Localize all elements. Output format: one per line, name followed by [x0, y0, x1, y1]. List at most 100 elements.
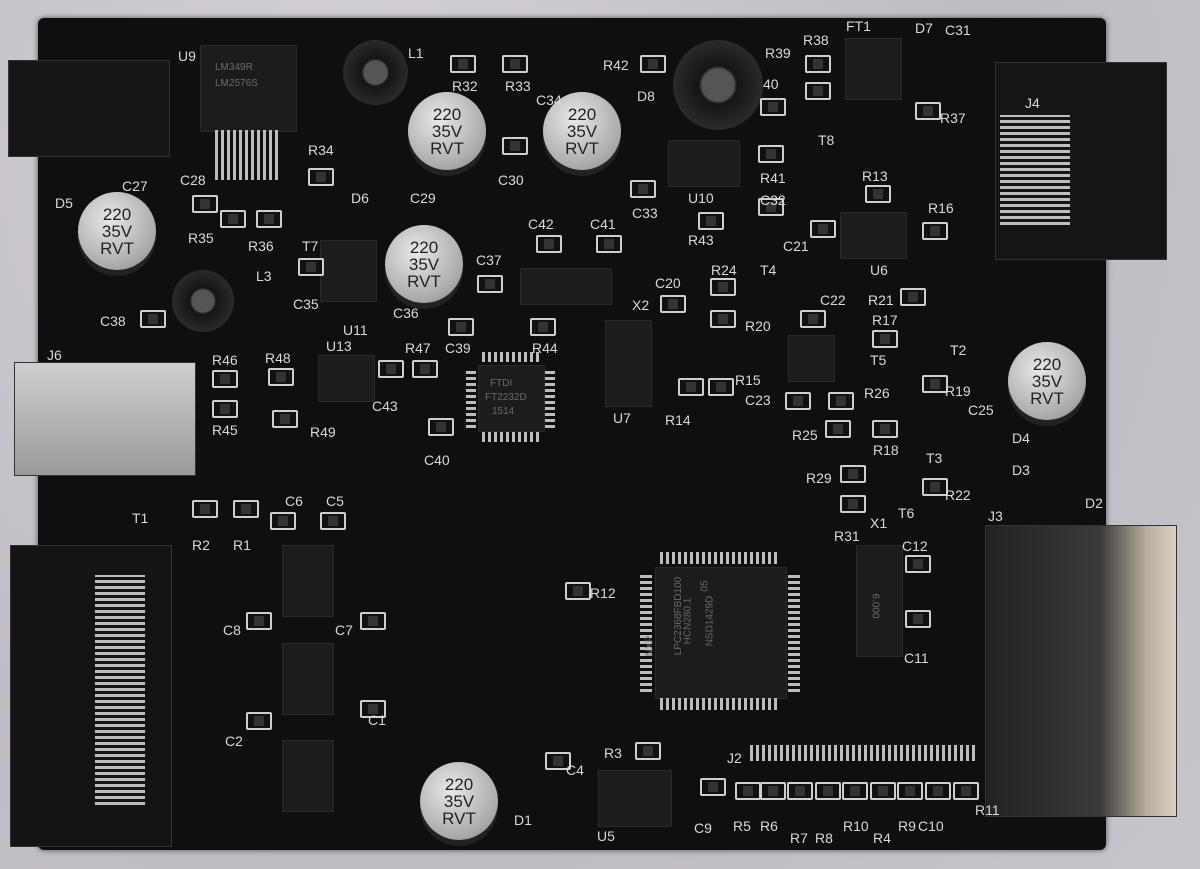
inductor — [343, 40, 408, 105]
silkscreen-label-u6: U6 — [870, 262, 888, 278]
silkscreen-label-u13: U13 — [326, 338, 352, 354]
silkscreen-label-r36: R36 — [248, 238, 274, 254]
ftdi-part: FT2232D — [485, 392, 527, 403]
silkscreen-label-d3: D3 — [1012, 462, 1030, 478]
capacitor-marking: 220 — [409, 237, 439, 257]
silkscreen-label-c5: C5 — [326, 493, 344, 509]
chip-u13 — [318, 355, 375, 402]
nxp-brand: NXP — [644, 635, 656, 657]
silkscreen-label-c1: C1 — [368, 712, 386, 728]
silkscreen-label-r35: R35 — [188, 230, 214, 246]
silkscreen-label-c36: C36 — [393, 305, 419, 321]
silkscreen-label-r12: R12 — [590, 585, 616, 601]
silkscreen-label-c41: C41 — [590, 216, 616, 232]
silkscreen-label-r10: R10 — [843, 818, 869, 834]
silkscreen-label-j6: J6 — [47, 347, 62, 363]
silkscreen-label-c25: C25 — [968, 402, 994, 418]
capacitor-marking: 220 — [1032, 354, 1062, 374]
capacitor-marking: RVT — [100, 238, 134, 258]
silkscreen-label-u9: U9 — [178, 48, 196, 64]
smd-component — [545, 752, 571, 770]
smd-component — [630, 180, 656, 198]
jtag-header-left — [10, 545, 172, 847]
smd-component — [246, 612, 272, 630]
chip-u6 — [840, 212, 907, 259]
smd-component — [710, 278, 736, 296]
capacitor-marking: 35V — [408, 254, 440, 274]
silkscreen-label-r5: R5 — [733, 818, 751, 834]
smd-component — [760, 782, 786, 800]
silkscreen-label-c35: C35 — [293, 296, 319, 312]
smd-component — [758, 145, 784, 163]
dc-power-jack — [8, 60, 170, 157]
smd-component — [220, 210, 246, 228]
silkscreen-label-r21: R21 — [868, 292, 894, 308]
silkscreen-label-r19: R19 — [945, 383, 971, 399]
regulator-part: LM2576S — [215, 78, 258, 89]
ftdi-brand: FTDI — [490, 378, 513, 389]
smd-component — [872, 330, 898, 348]
smd-component — [905, 555, 931, 573]
smd-component — [536, 235, 562, 253]
silkscreen-label-r17: R17 — [872, 312, 898, 328]
inductor — [172, 270, 234, 332]
capacitor-marking: RVT — [430, 138, 464, 158]
silkscreen-label-r29: R29 — [806, 470, 832, 486]
buffer-chip-3 — [282, 740, 334, 812]
regulator-brand: LM349R — [215, 62, 253, 73]
silkscreen-label-d4: D4 — [1012, 430, 1030, 446]
silkscreen-label-t6: T6 — [898, 505, 915, 521]
silkscreen-label-c28: C28 — [180, 172, 206, 188]
smd-component — [530, 318, 556, 336]
silkscreen-label-t3: T3 — [926, 450, 943, 466]
chip-u7 — [605, 320, 652, 407]
smd-component — [735, 782, 761, 800]
silkscreen-label-t4: T4 — [760, 262, 777, 278]
silkscreen-label-r25: R25 — [792, 427, 818, 443]
capacitor-marking: 35V — [443, 791, 475, 811]
silkscreen-label-r34: R34 — [308, 142, 334, 158]
silkscreen-label-r11: R11 — [975, 802, 1000, 818]
silkscreen-label-c20: C20 — [655, 275, 681, 291]
smd-component — [787, 782, 813, 800]
smd-component — [360, 612, 386, 630]
silkscreen-label-c40: C40 — [424, 452, 450, 468]
silkscreen-label-r32: R32 — [452, 78, 478, 94]
silkscreen-label-r38: R38 — [803, 32, 829, 48]
silkscreen-label-t2: T2 — [950, 342, 967, 358]
silkscreen-label-c2: C2 — [225, 733, 243, 749]
smd-component — [758, 198, 784, 216]
smd-component — [270, 512, 296, 530]
silkscreen-label-l1: L1 — [408, 45, 424, 61]
silkscreen-label-c29: C29 — [410, 190, 436, 206]
silkscreen-label-c43: C43 — [372, 398, 398, 414]
silkscreen-label-r13: R13 — [862, 168, 888, 184]
silkscreen-label-d6: D6 — [351, 190, 369, 206]
silkscreen-label-r42: R42 — [603, 57, 629, 73]
smd-component — [233, 500, 259, 518]
silkscreen-label-r6: R6 — [760, 818, 778, 834]
smd-component — [246, 712, 272, 730]
silkscreen-label-c4: C4 — [566, 762, 584, 778]
smd-component — [700, 778, 726, 796]
capacitor-marking: RVT — [565, 138, 599, 158]
smd-component — [828, 392, 854, 410]
silkscreen-label-r3: R3 — [604, 745, 622, 761]
smd-component — [308, 168, 334, 186]
chip-u11 — [320, 240, 377, 302]
smd-component — [360, 700, 386, 718]
jtag-pins — [95, 575, 145, 805]
smd-component — [825, 420, 851, 438]
smd-component — [842, 782, 868, 800]
smd-component — [635, 742, 661, 760]
silkscreen-label-u5: U5 — [597, 828, 615, 844]
buffer-chip-2 — [282, 643, 334, 715]
capacitor-marking: 220 — [444, 774, 474, 794]
ftdi-right-pins — [545, 370, 555, 428]
silkscreen-label-c37: C37 — [476, 252, 502, 268]
smd-component — [897, 782, 923, 800]
silkscreen-label-u10: U10 — [688, 190, 714, 206]
silkscreen-label-d8: D8 — [637, 88, 655, 104]
